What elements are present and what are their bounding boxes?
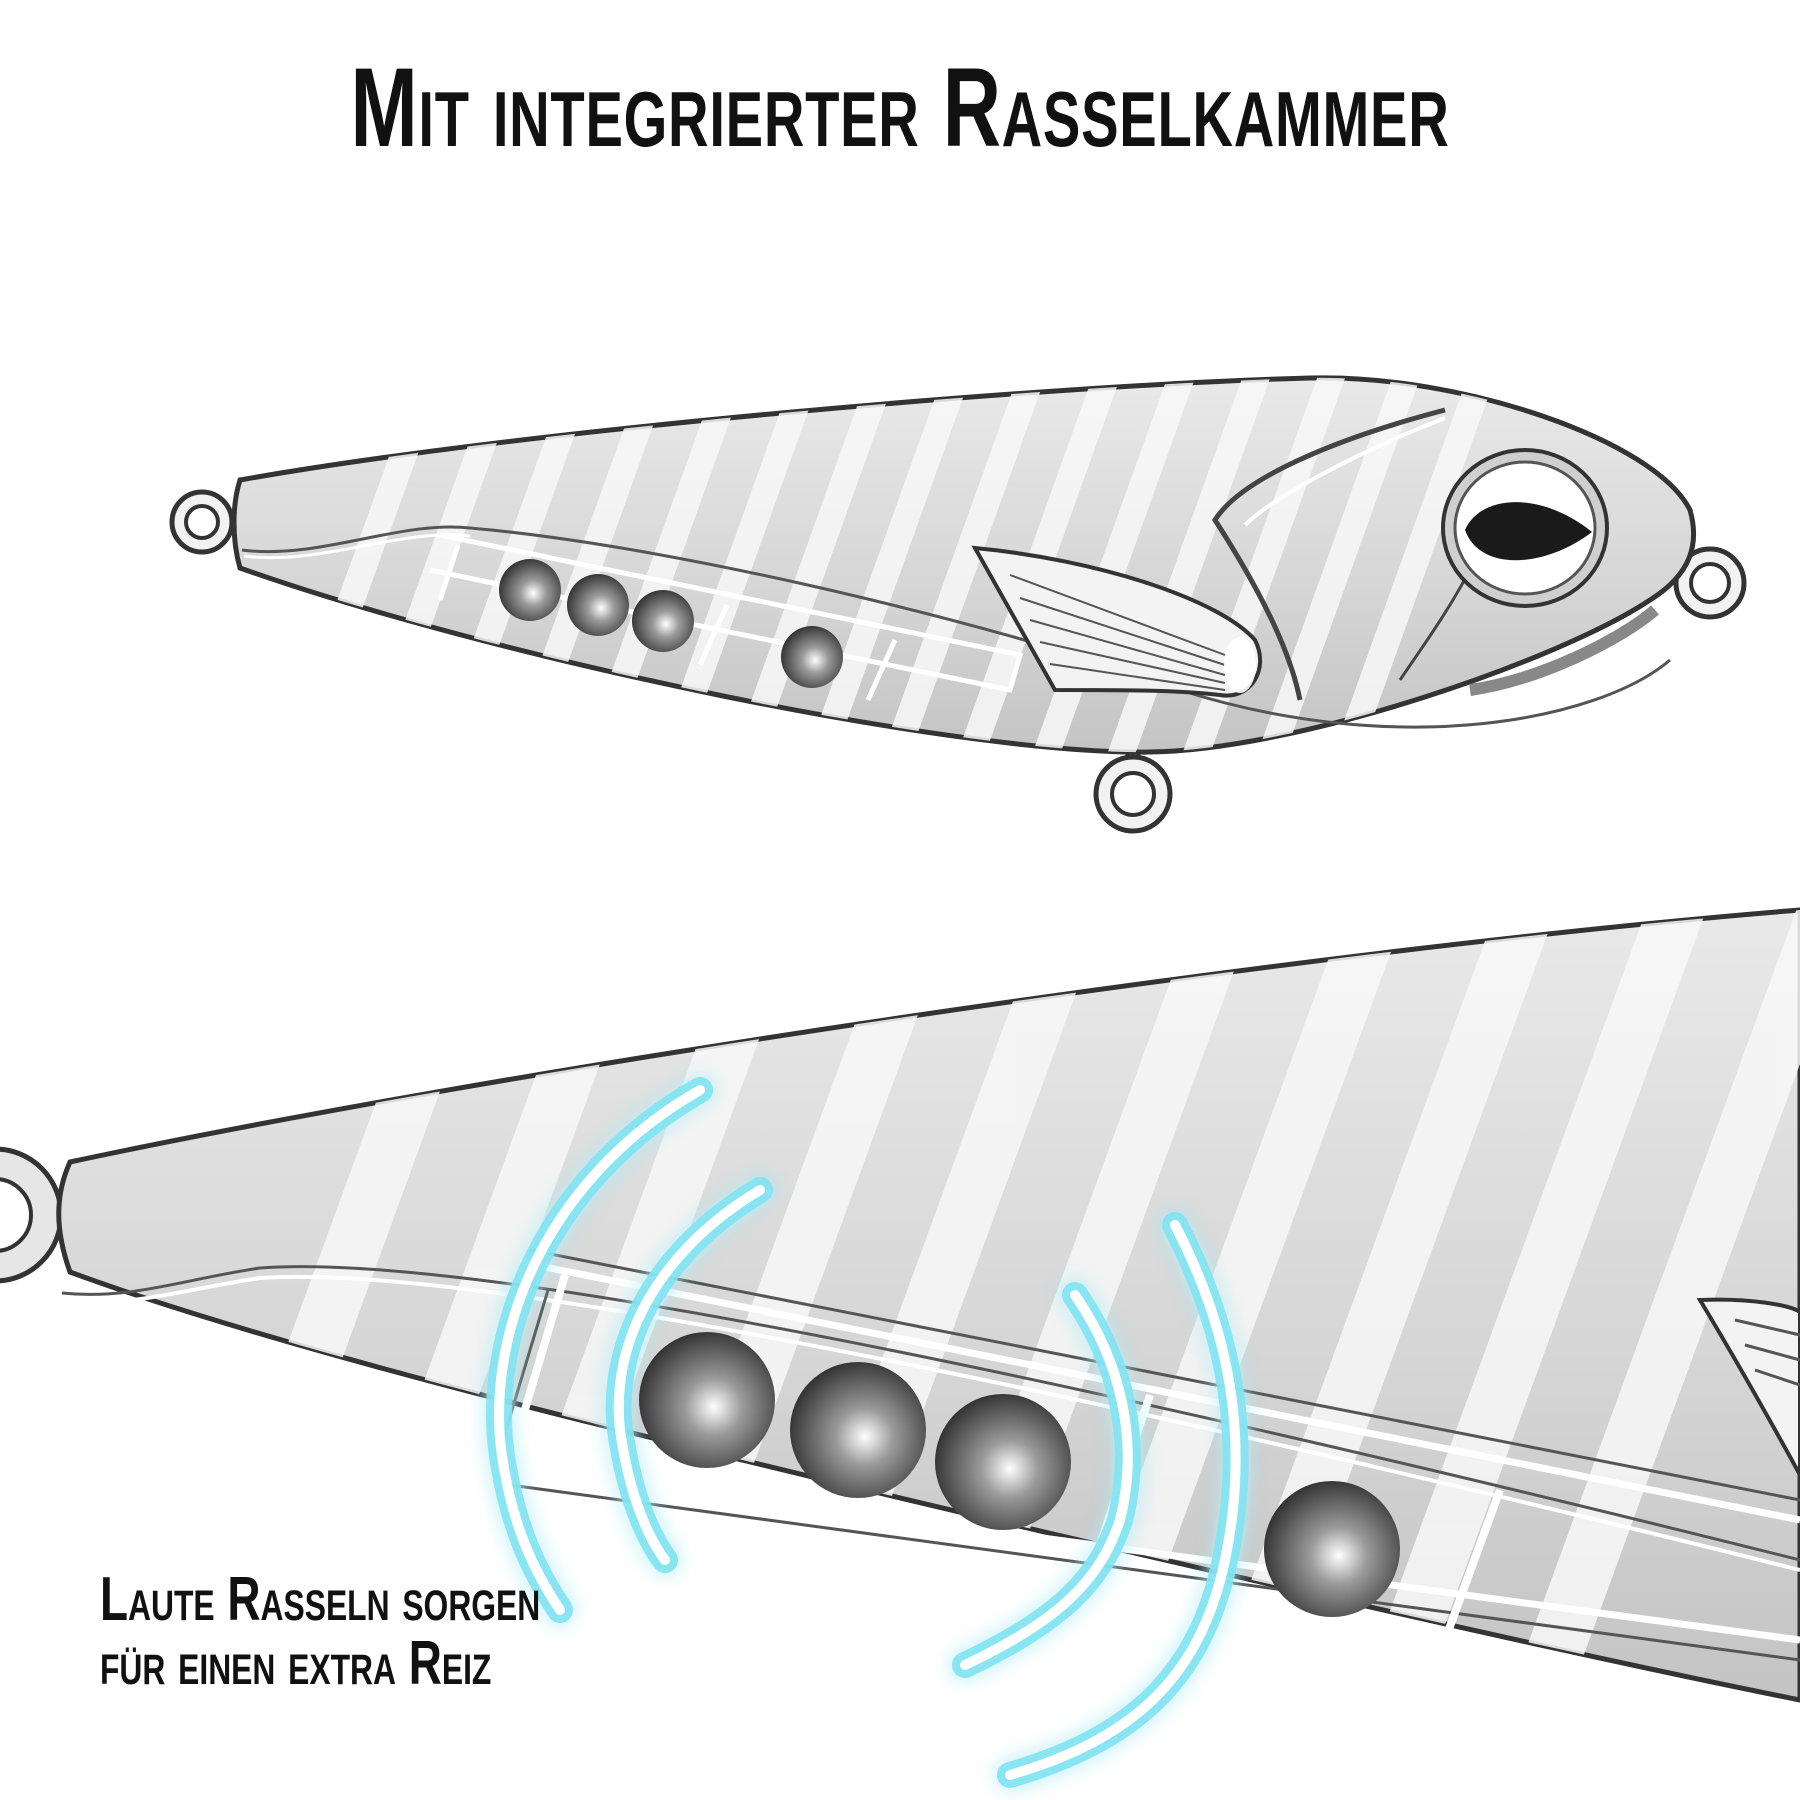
body-stripe [880, 377, 1048, 753]
body-stripe [1050, 910, 1410, 1700]
pectoral-fin [971, 545, 1262, 698]
nose-ring-icon [1673, 546, 1747, 620]
tail-ring-icon [169, 489, 235, 555]
headline: Mit integrierter Rasselkammer [350, 45, 1450, 170]
rattle-chamber [429, 532, 1024, 702]
body-stripe [655, 377, 823, 753]
rattle-balls-closeup [639, 1332, 1400, 1617]
body-stripe [1330, 377, 1498, 753]
caption-line-2: für einen extra Reiz [100, 1629, 492, 1698]
body-stripe [805, 377, 973, 753]
top-lure [169, 375, 1747, 834]
caption-line-1: Laute Rasseln sorgen [100, 1565, 541, 1634]
body-stripe [580, 377, 748, 753]
gill-cover [1212, 407, 1446, 701]
body-stripe [1255, 377, 1423, 753]
sound-wave-glow [486, 1077, 1249, 1788]
rattle-chamber-closeup [498, 1248, 1800, 1662]
pectoral-fin-closeup [1696, 1297, 1800, 1476]
body-stripe [1350, 910, 1710, 1700]
body-stripe [730, 377, 898, 753]
eye-icon [1441, 448, 1609, 608]
caption: Laute Rasseln sorgen für einen extra Rei… [100, 1568, 540, 1696]
body-stripe [1500, 910, 1800, 1700]
tail-ring-closeup-icon [0, 1146, 64, 1284]
rattle-balls [499, 559, 843, 688]
